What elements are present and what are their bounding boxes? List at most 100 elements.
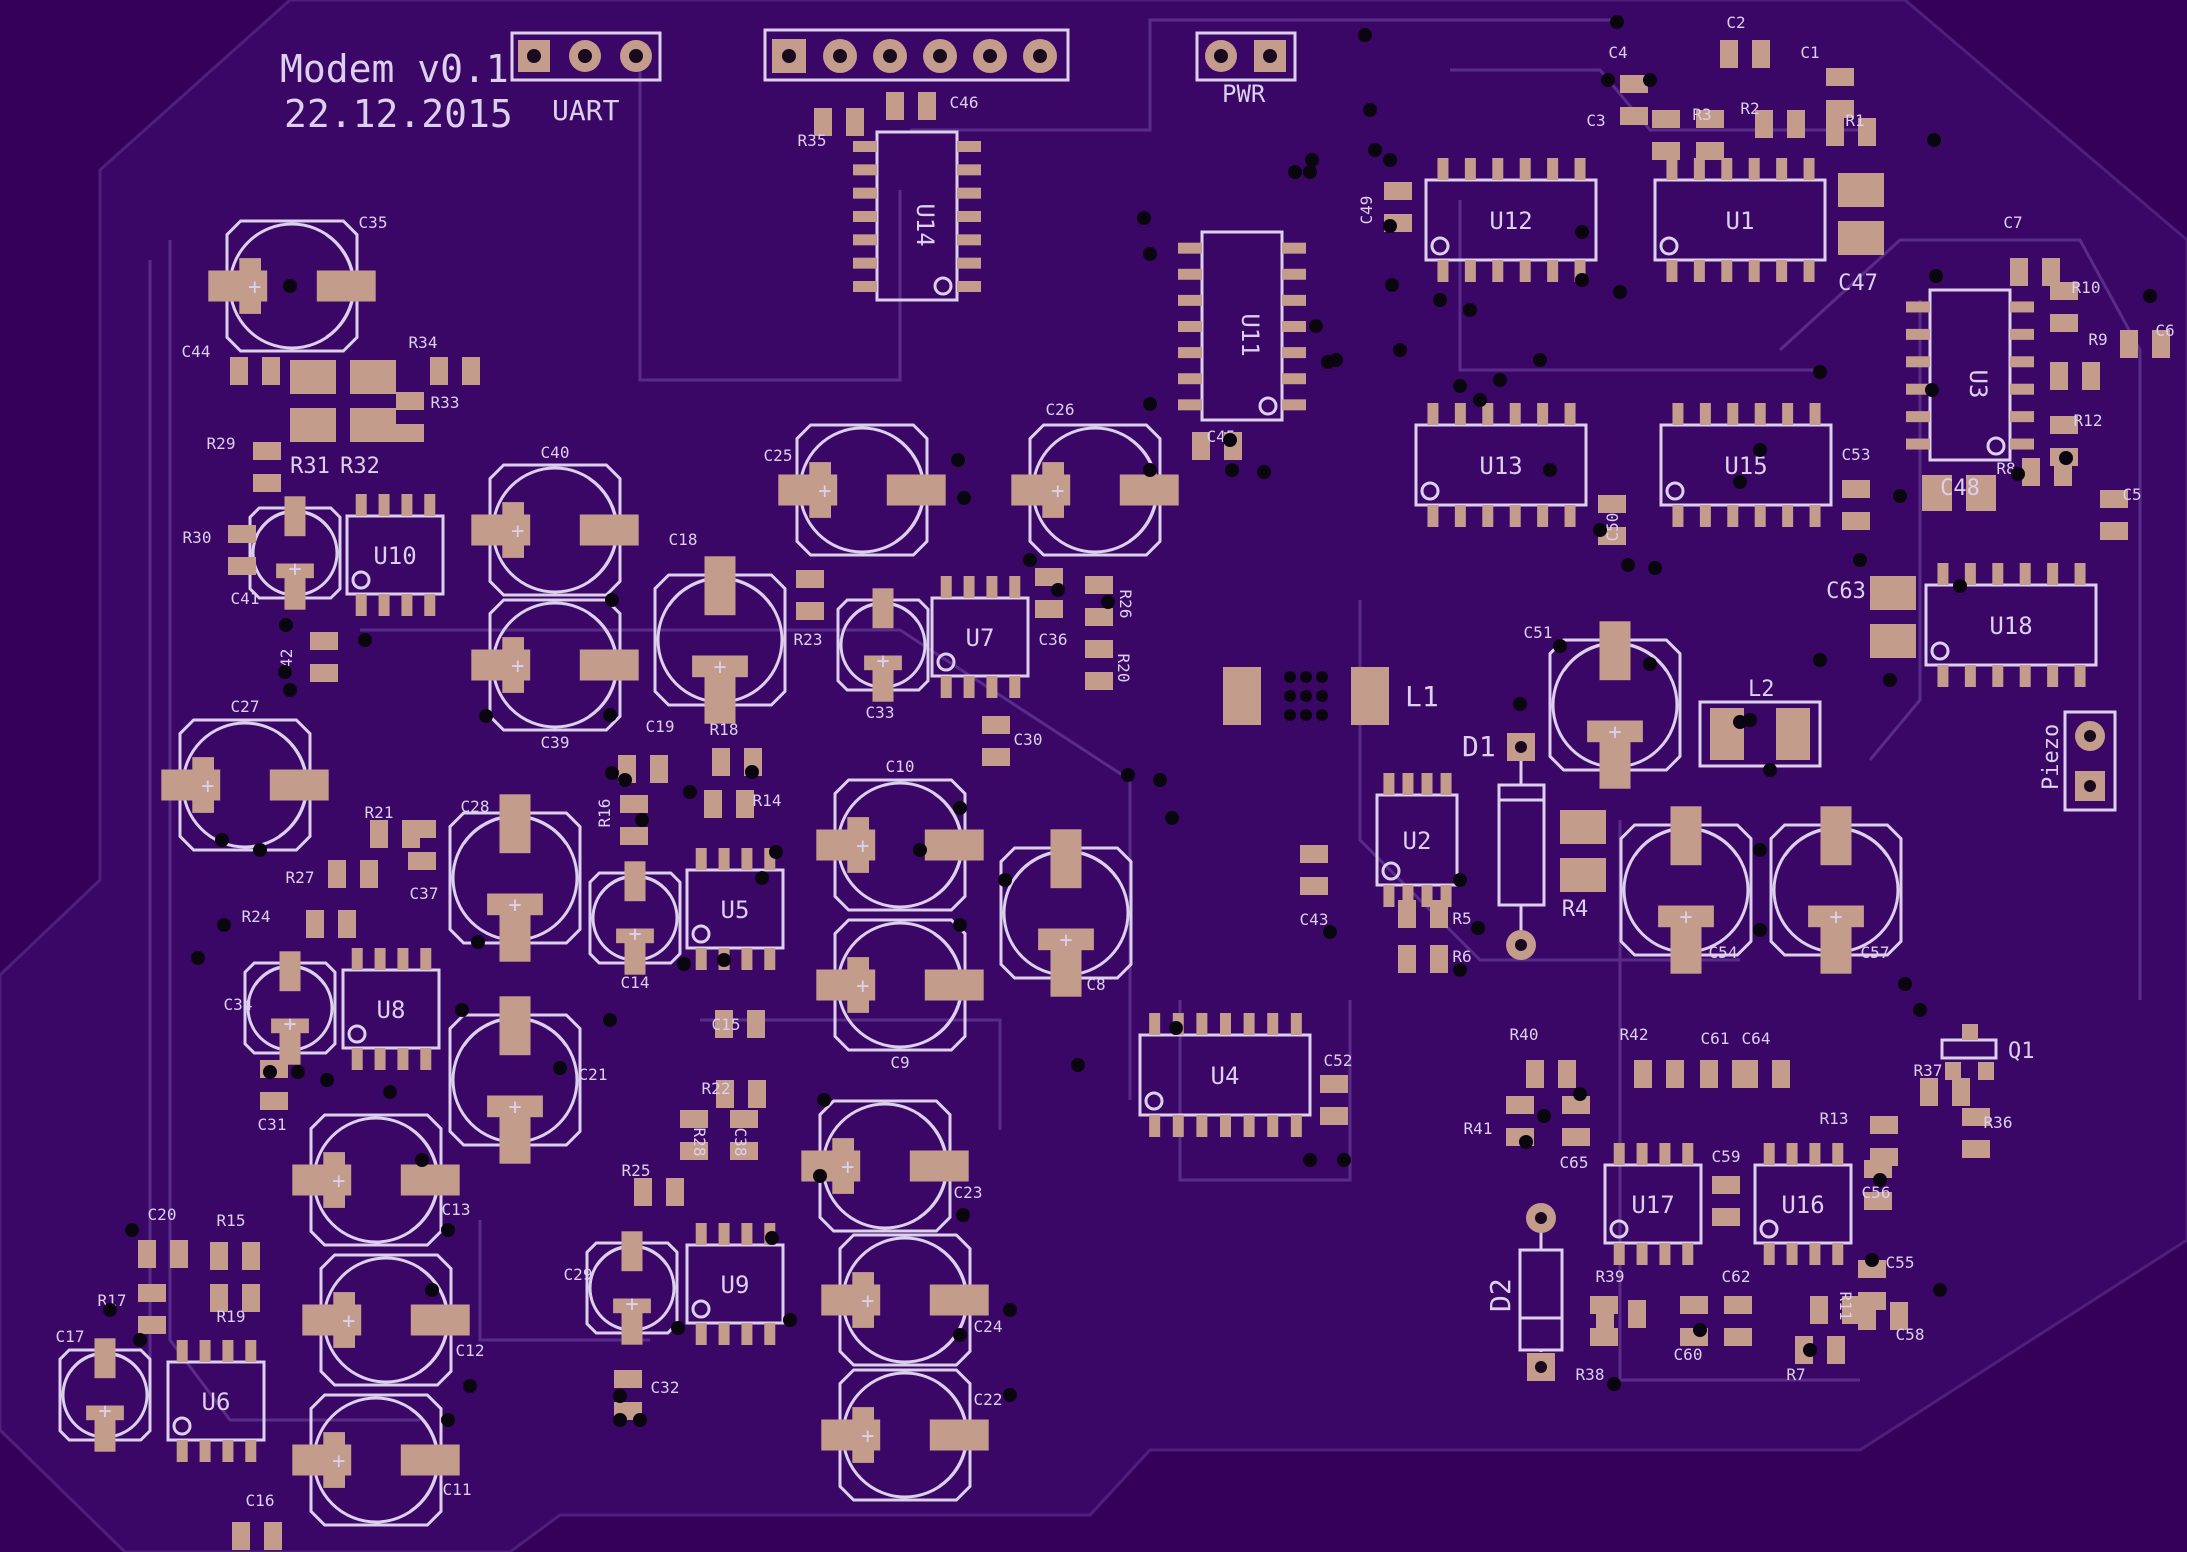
via <box>263 1065 277 1079</box>
cap-label-c28: C28 <box>461 797 490 816</box>
via <box>1853 553 1867 567</box>
ic-u7: U7 <box>930 576 1030 698</box>
polarity-mark: + <box>332 1449 345 1474</box>
ic-u2: U2 <box>1375 773 1459 907</box>
cap-label-c27: C27 <box>231 697 260 716</box>
via <box>1513 697 1527 711</box>
res-label-r27: R27 <box>286 868 315 887</box>
cap-c27: +C27 <box>161 697 329 852</box>
cap-label-c17: C17 <box>56 1327 85 1346</box>
cap-label-c25: C25 <box>764 446 793 465</box>
cap-label-c54: C54 <box>1709 943 1738 962</box>
ic-label-u10: U10 <box>373 542 416 570</box>
via <box>618 773 632 787</box>
via <box>279 618 293 632</box>
ic-label-u9: U9 <box>721 1271 750 1299</box>
via <box>913 843 927 857</box>
via <box>603 1013 617 1027</box>
via <box>1137 211 1151 225</box>
ic-u4: U4 <box>1138 1013 1312 1137</box>
via <box>1453 873 1467 887</box>
cap-label-c32: C32 <box>651 1378 680 1397</box>
via <box>1601 73 1615 87</box>
cap-c36: C36 <box>1035 568 1067 649</box>
res-label-r12: R12 <box>2074 411 2103 430</box>
ic-layer: U1U2U3U4U5U6U7U8U9U10U11U12U13U14U15U16U… <box>166 130 2098 1462</box>
res-label-r5: R5 <box>1452 909 1471 928</box>
res-label-r16: R16 <box>595 799 614 828</box>
via <box>635 813 649 827</box>
res-label-r10: R10 <box>2072 278 2101 297</box>
cap-label-c24: C24 <box>974 1317 1003 1336</box>
res-label-r14: R14 <box>753 791 782 810</box>
via <box>479 709 493 723</box>
via <box>1648 561 1662 575</box>
res-label-r7: R7 <box>1786 1365 1805 1384</box>
via <box>2059 451 2073 465</box>
ic-label-u18: U18 <box>1989 612 2032 640</box>
polarity-mark: + <box>841 1155 854 1180</box>
via <box>783 1313 797 1327</box>
polarity-mark: + <box>1059 928 1072 953</box>
res-label-r17: R17 <box>98 1291 127 1310</box>
d2-label: D2 <box>1484 1278 1517 1312</box>
res-label-r40: R40 <box>1510 1025 1539 1044</box>
via <box>1473 393 1487 407</box>
cap-label-c4: C4 <box>1608 43 1627 62</box>
via <box>2143 289 2157 303</box>
via <box>1733 475 1747 489</box>
via <box>953 801 967 815</box>
res-r19: R19 <box>210 1284 260 1326</box>
via <box>677 957 691 971</box>
via <box>1883 673 1897 687</box>
via <box>283 683 297 697</box>
via <box>813 1169 827 1183</box>
cap-label-c64: C64 <box>1742 1029 1771 1048</box>
cap-label-c6: C6 <box>2155 321 2174 340</box>
res-label-r36: R36 <box>1984 1113 2013 1132</box>
cap-label-c14: C14 <box>621 973 650 992</box>
res-label-r26: R26 <box>1116 590 1135 619</box>
cap-label-c46: C46 <box>950 93 979 112</box>
via <box>613 1389 627 1403</box>
uart-header: UART <box>510 31 662 127</box>
cap-label-c7: C7 <box>2003 213 2022 232</box>
inductor-l2: L2 <box>1698 677 1822 768</box>
via-layer <box>103 15 2157 1427</box>
ic-label-u11: U11 <box>1236 313 1264 356</box>
l1-label: L1 <box>1405 680 1439 713</box>
cap-c1: C1 <box>1800 43 1854 118</box>
res-r35: R35 <box>798 108 864 150</box>
via <box>1051 583 1065 597</box>
via <box>1803 1343 1817 1357</box>
cap-label-c50: C50 <box>1603 513 1622 542</box>
ic-label-u7: U7 <box>966 624 995 652</box>
res-label-r15: R15 <box>217 1211 246 1230</box>
ic-label-u6: U6 <box>202 1388 231 1416</box>
cap-label-c1: C1 <box>1800 43 1819 62</box>
ic-u8: U8 <box>341 948 441 1070</box>
res-r14: R14 <box>704 790 781 818</box>
board-title: Modem v0.1 <box>280 47 509 91</box>
via <box>1575 225 1589 239</box>
cap-label-c63: C63 <box>1826 579 1866 604</box>
via <box>633 1413 647 1427</box>
ic-label-u2: U2 <box>1403 827 1432 855</box>
uart-label: UART <box>552 94 620 127</box>
via <box>383 1085 397 1099</box>
via <box>605 766 619 780</box>
via <box>1143 463 1157 477</box>
via <box>2011 467 2025 481</box>
board-date: 22.12.2015 <box>284 92 513 136</box>
cap-c62: C62 <box>1722 1267 1752 1346</box>
via <box>1607 1377 1621 1391</box>
via <box>956 1208 970 1222</box>
res-r1: R1 <box>1826 111 1876 146</box>
via <box>1329 353 1343 367</box>
cap-c29: +C29 <box>564 1231 679 1345</box>
polarity-mark: + <box>283 1012 296 1037</box>
via <box>1003 1303 1017 1317</box>
via <box>1537 1109 1551 1123</box>
via <box>1543 463 1557 477</box>
